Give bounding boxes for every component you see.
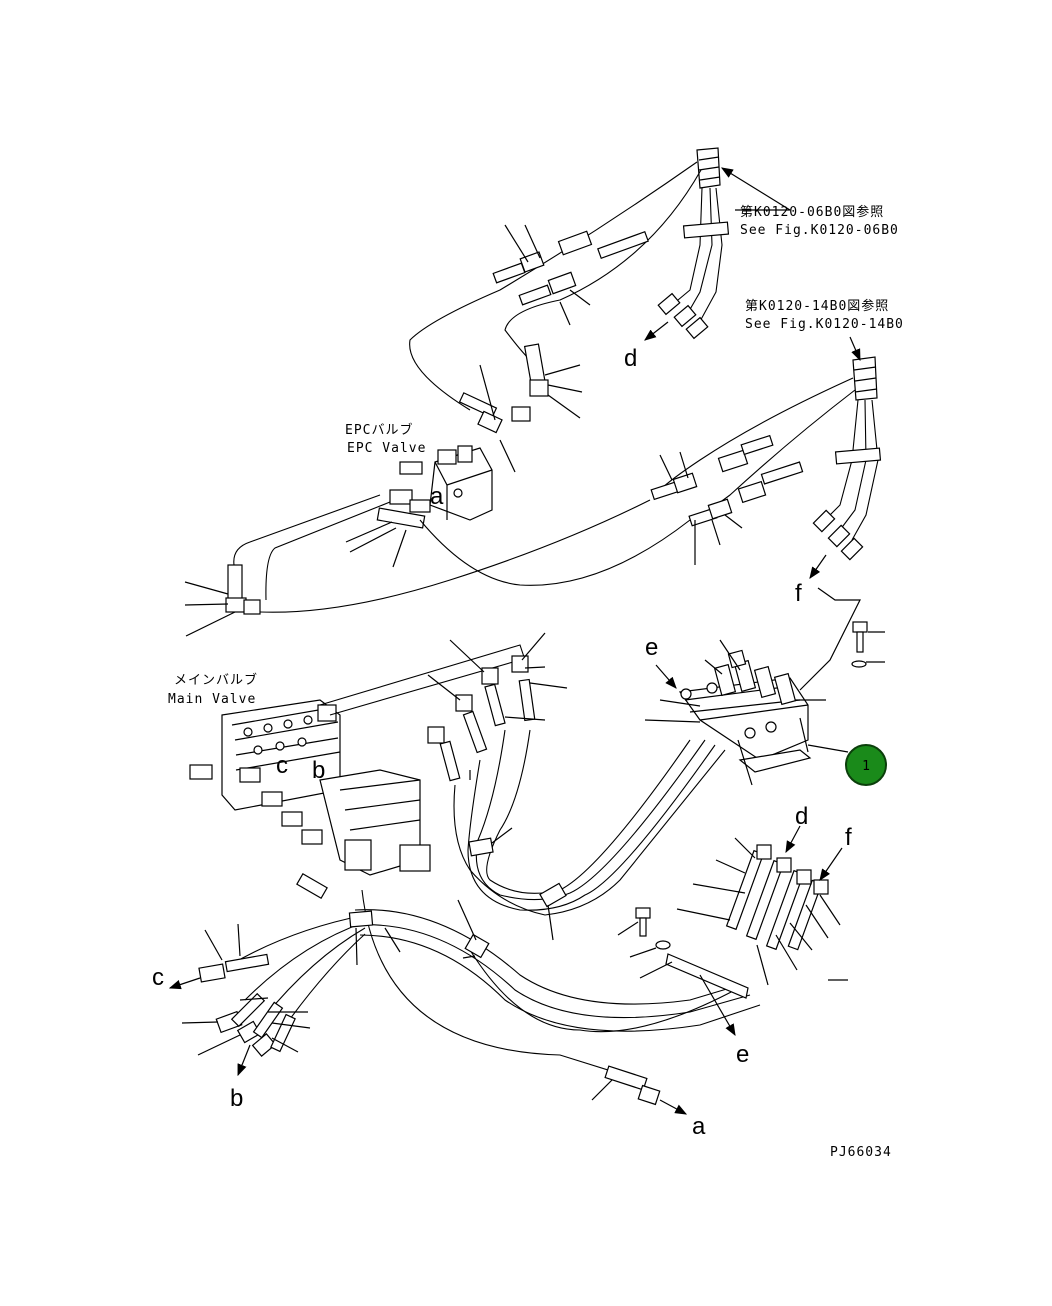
drawing-id: PJ66034 [830, 1145, 892, 1160]
epc-line-left [233, 494, 381, 566]
top-bolt [851, 621, 885, 668]
letter-a-lower: a [692, 1113, 706, 1140]
reference-1-jp: 第K0120-06B0図参照 [740, 204, 884, 220]
centre-hose-bundle [453, 729, 726, 941]
epc-line-left-2 [265, 501, 391, 601]
e-arrow-top [655, 664, 677, 689]
callout-leader [807, 744, 849, 753]
letter-e-upper: e [645, 634, 658, 661]
left-elbow [184, 564, 261, 637]
letter-f-upper: f [795, 580, 802, 607]
middle-hose-2 [699, 389, 856, 516]
main-valve-label-jp: メインバルブ [174, 672, 258, 688]
epc-valve-label-jp: EPCバルブ [345, 422, 413, 438]
lower-left-bundle [229, 872, 761, 1081]
reference-2-jp: 第K0120-14B0図参照 [745, 298, 889, 314]
main-valve-label-en: Main Valve [168, 692, 256, 707]
letter-c-lower: c [152, 964, 164, 991]
main-valve-top-line [319, 644, 526, 706]
f-lead [799, 587, 861, 691]
letter-b-valve: b [312, 757, 325, 784]
upper-connectors [492, 224, 649, 326]
letter-d-lower: d [795, 803, 808, 830]
lower-clamp [617, 907, 749, 1037]
letter-f-lower: f [845, 824, 852, 851]
epc-line-long-2 [419, 519, 691, 586]
c-fitting [168, 923, 270, 990]
upper-hose-1 [409, 161, 698, 411]
epc-elbow [458, 343, 583, 473]
callout-number: 1 [862, 759, 870, 774]
upper-hose-2 [504, 169, 702, 361]
middle-harness-group [809, 336, 882, 579]
epc-valve-label-en: EPC Valve [347, 441, 426, 456]
upper-harness-group [644, 147, 791, 341]
manifold-block[interactable] [644, 639, 826, 786]
epc-valve[interactable] [389, 445, 493, 521]
b-fittings [181, 992, 311, 1077]
middle-connectors [650, 434, 804, 565]
reference-2-en: See Fig.K0120-14B0 [745, 317, 904, 332]
letter-a-epc: a [430, 483, 444, 510]
part-callout-1[interactable]: 1 [845, 744, 887, 786]
epc-line-long [259, 499, 651, 613]
letter-e-lower: e [736, 1041, 749, 1068]
letter-c-valve: c [276, 752, 288, 779]
a-fitting [591, 1065, 688, 1115]
letter-b-lower: b [230, 1085, 243, 1112]
middle-hose-1 [659, 377, 854, 491]
epc-left-fittings [345, 507, 426, 568]
reference-1-en: See Fig.K0120-06B0 [740, 223, 899, 238]
lower-right-fittings [676, 825, 848, 986]
centre-fittings [427, 632, 568, 782]
main-valve[interactable] [189, 699, 431, 876]
letter-d-upper: d [624, 345, 637, 372]
